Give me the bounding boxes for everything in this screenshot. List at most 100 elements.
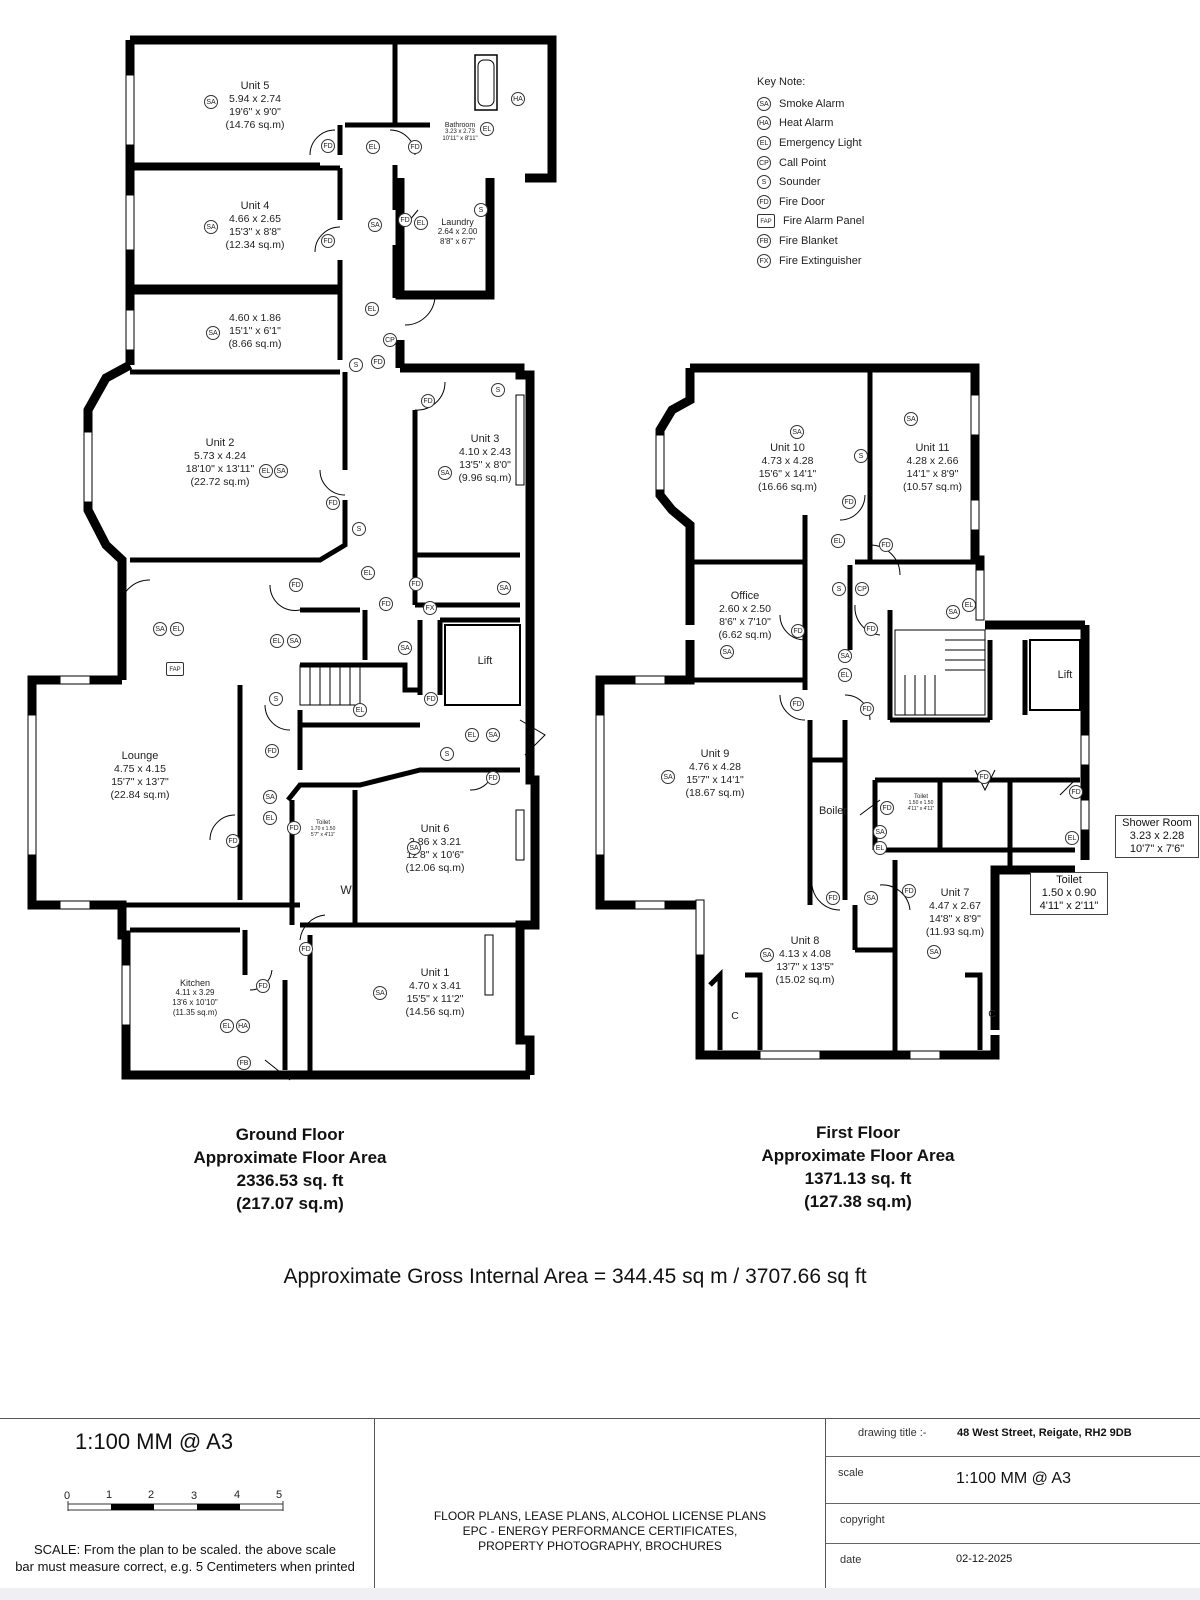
fire-door-icon: FD [226,834,240,848]
fire-door-icon: FD [408,140,422,154]
fire-alarm-panel-icon: FAP [166,662,184,676]
smoke-alarm-icon: SA [661,770,675,784]
heat-alarm-icon: HA [511,92,525,106]
fire-door-icon: FD [299,942,313,956]
callout-toilet-first-b: Toilet 1.50 x 0.90 4'11" x 2'11" [1030,872,1108,915]
fire-door-icon: FD [791,624,805,638]
emergency-light-icon: EL [962,598,976,612]
scale-note: SCALE: From the plan to be scaled. the a… [15,1542,355,1574]
title-block: 1:100 MM @ A3 0 1 2 3 4 5 SCALE: From th… [0,1418,1200,1589]
smoke-alarm-icon: SA [263,790,277,804]
emergency-light-icon: EL [220,1019,234,1033]
svg-text:3: 3 [191,1490,197,1502]
first-floor-title: First Floor [815,1123,901,1142]
smoke-alarm-icon: SA [864,891,878,905]
sounder-icon: S [349,358,363,372]
windows [27,74,525,1026]
sounder-icon: S [832,582,846,596]
emergency-light-icon: EL [873,841,887,855]
smoke-alarm-icon: SA [368,218,382,232]
room-lift-first: Lift [1057,669,1073,681]
fire-door-icon: FD [409,577,423,591]
legend-item-fire-alarm-panel: FAP Fire Alarm Panel [757,212,864,232]
first-floor-lift-shaft [1029,639,1081,711]
fire-door-icon: FD [864,622,878,636]
room-lounge: Lounge 4.75 x 4.15 15'7" x 13'7" (22.84 … [110,750,170,801]
smoke-alarm-icon: SA [407,841,421,855]
smoke-alarm-icon: SA [838,649,852,663]
ground-floor-area-summary: Ground Floor Approximate Floor Area 2336… [160,1123,420,1215]
room-unit10: Unit 10 4.73 x 4.28 15'6" x 14'1" (16.66… [758,442,817,493]
scale-row: scale 1:100 MM @ A3 [826,1457,1200,1504]
fire-door-icon: FD [977,770,991,784]
fire-door-icon: FD [379,597,393,611]
drawing-title-row: drawing title :- 48 West Street, Reigate… [826,1419,1200,1457]
drawing-title-value: 48 West Street, Reigate, RH2 9DB [957,1427,1132,1439]
fire-door-icon: FD [842,495,856,509]
room-unit1: Unit 1 4.70 x 3.41 15'5" x 11'2" (14.56 … [405,967,465,1018]
room-unit6: Unit 6 3.86 x 3.21 12'8" x 10'6" (12.06 … [405,823,465,874]
first-floor-door-swings [779,494,1076,911]
sounder-icon: S [474,203,488,217]
fire-door-icon: FD [902,884,916,898]
room-wardrobe: W [340,883,352,897]
date-row: date 02-12-2025 [840,1553,1013,1566]
copyright-row: copyright [826,1504,1200,1544]
heat-alarm-icon: HA [236,1019,250,1033]
sounder-icon: S [491,383,505,397]
room-small-unit: 4.60 x 1.86 15'1" x 6'1" (8.66 sq.m) [228,312,282,350]
room-name: Unit 5 [240,80,270,92]
call-point-icon: CP [383,333,397,347]
ground-floor-door-swings [119,129,546,1081]
fire-door-icon: FD [879,538,893,552]
room-cupboard-1: C [731,1010,739,1022]
emergency-light-icon: EL [365,302,379,316]
sounder-icon: S [440,747,454,761]
room-bathroom: Bathroom 3.23 x 2.73 10'11" x 8'11" [442,122,478,142]
fire-door-icon: FD [790,697,804,711]
smoke-alarm-icon: SA [790,425,804,439]
emergency-light-icon: EL [259,464,273,478]
svg-text:0: 0 [64,1490,70,1502]
fire-door-icon: FD [421,394,435,408]
legend-item-sounder: S Sounder [757,172,864,192]
smoke-alarm-icon: SA [904,412,918,426]
date-value: 02-12-2025 [956,1553,1013,1565]
fire-door-icon: FD [757,194,771,209]
fire-door-icon: FD [1069,785,1083,799]
smoke-alarm-icon: SA [873,825,887,839]
room-toilet-ground: Toilet 1.70 x 1.50 5'7" x 4'11" [310,820,336,838]
emergency-light-icon: EL [170,622,184,636]
room-toilet-first-a: Toilet 1.50 x 1.50 4'11" x 4'11" [907,794,935,812]
emergency-light-icon: EL [361,566,375,580]
smoke-alarm-icon: SA [946,605,960,619]
room-unit7: Unit 7 4.47 x 2.67 14'8" x 8'9" (11.93 s… [925,887,985,938]
emergency-light-icon: EL [757,135,771,150]
key-note-legend: Key Note: SA Smoke Alarm HA Heat Alarm E… [757,76,864,270]
smoke-alarm-icon: SA [153,622,167,636]
room-kitchen: Kitchen 4.11 x 3.29 13'6 x 10'10" (11.35… [172,978,218,1017]
fire-door-icon: FD [371,355,385,369]
room-laundry: Laundry 2.64 x 2.00 8'8" x 6'7" [437,217,478,246]
footer-strip [0,1588,1200,1600]
fire-door-icon: FD [321,234,335,248]
smoke-alarm-icon: SA [438,466,452,480]
sounder-icon: S [757,175,771,190]
drawing-info-panel: drawing title :- 48 West Street, Reigate… [826,1419,1200,1589]
fire-door-icon: FD [880,801,894,815]
smoke-alarm-icon: SA [497,581,511,595]
legend-item-fire-extinguisher: FX Fire Extinguisher [757,251,864,271]
room-unit2: Unit 2 5.73 x 4.24 18'10" x 13'11" (22.7… [185,437,255,488]
legend-item-call-point: CP Call Point [757,153,864,173]
svg-text:1: 1 [106,1489,112,1501]
fire-door-icon: FD [287,821,301,835]
fire-extinguisher-icon: FX [757,253,771,268]
emergency-light-icon: EL [831,534,845,548]
scale-bar: 0 1 2 3 4 5 [64,1489,284,1511]
smoke-alarm-icon: SA [760,948,774,962]
smoke-alarm-icon: SA [398,641,412,655]
emergency-light-icon: EL [366,140,380,154]
first-floor-stairs [894,629,986,716]
fire-alarm-panel-icon: FAP [757,214,775,229]
svg-text:5: 5 [276,1489,282,1501]
